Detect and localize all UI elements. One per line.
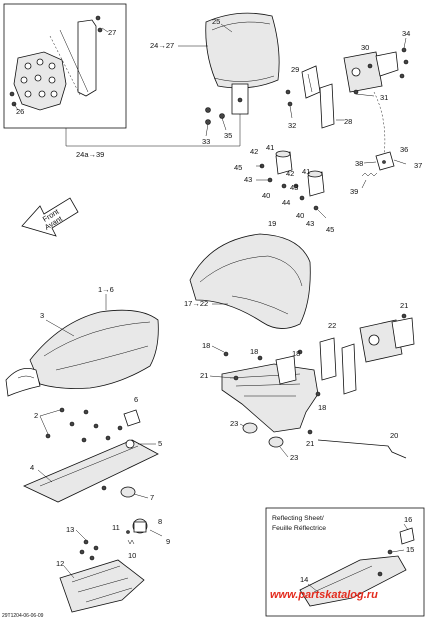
callout-44: 44 (282, 198, 290, 207)
callout-34: 34 (402, 29, 410, 38)
feuille-reflectrice-label: Feuille Réflectrice (272, 525, 326, 532)
lock-assembly-right (293, 170, 327, 219)
callout-39: 39 (350, 187, 358, 196)
callout-6: 6 (134, 395, 138, 404)
latch-assembly (361, 151, 407, 189)
callout-33: 33 (202, 137, 210, 146)
callout-36: 36 (400, 145, 408, 154)
callout-41-left: 41 (266, 143, 274, 152)
callout-24a-39: 24a→39 (76, 150, 104, 159)
passenger-seat-base (221, 313, 415, 448)
seat-base-plate (23, 439, 159, 503)
callout-27: 27 (108, 28, 116, 37)
callout-29: 29 (291, 65, 299, 74)
callout-4: 4 (30, 463, 34, 472)
callout-2: 2 (34, 411, 38, 420)
backrest-pad (205, 12, 280, 115)
seat-latch (126, 518, 163, 545)
callout-17-22: 17→22 (184, 299, 208, 308)
callout-38: 38 (355, 159, 363, 168)
bracket-6 (123, 409, 141, 427)
callout-9: 9 (166, 537, 170, 546)
under-seat-plate (59, 539, 145, 613)
callout-28: 28 (344, 117, 352, 126)
reflecting-sheet-label: Reflecting Sheet/ (272, 515, 324, 522)
callout-23-b: 23 (290, 453, 298, 462)
callout-15: 15 (406, 545, 414, 554)
callout-21-c: 21 (400, 301, 408, 310)
diagram-code: 29T1204-06-06-09 (2, 613, 44, 619)
callout-13: 13 (66, 525, 74, 534)
callout-45-left: 45 (234, 163, 242, 172)
callout-14: 14 (300, 575, 308, 584)
rod-20 (317, 439, 407, 459)
callout-10: 10 (128, 551, 136, 560)
bumper-7 (120, 486, 136, 498)
driver-seat (5, 309, 159, 397)
callout-37: 37 (414, 161, 422, 170)
callout-12: 12 (56, 559, 64, 568)
callout-16: 16 (404, 515, 412, 524)
lock-assembly-left (256, 150, 293, 189)
callout-23-a: 23 (230, 419, 238, 428)
callout-32: 32 (288, 121, 296, 130)
callout-18-a: 18 (202, 341, 210, 350)
callout-7: 7 (150, 493, 154, 502)
callout-42-left: 42 (250, 147, 258, 156)
callout-18-b: 18 (250, 347, 258, 356)
callout-21-a: 21 (200, 371, 208, 380)
seat-screws (45, 407, 123, 443)
callout-26: 26 (16, 107, 24, 116)
callout-35: 35 (224, 131, 232, 140)
callout-19: 19 (268, 219, 276, 228)
callout-42-right: 42 (286, 169, 294, 178)
callout-5: 5 (158, 439, 162, 448)
passenger-seat (189, 233, 311, 329)
callout-11: 11 (112, 523, 120, 532)
callout-18-d: 18 (318, 403, 326, 412)
callout-21-b: 21 (306, 439, 314, 448)
callout-8: 8 (158, 517, 162, 526)
callout-43-right-lower: 43 (306, 219, 314, 228)
callout-31: 31 (380, 93, 388, 102)
callout-25: 25 (212, 17, 220, 26)
callout-30: 30 (361, 43, 369, 52)
watermark: www.partskatalog.ru (270, 589, 378, 601)
callout-3: 3 (40, 311, 44, 320)
callout-20: 20 (390, 431, 398, 440)
reflecting-sheet-box: Reflecting Sheet/ Feuille Réflectrice (265, 507, 425, 617)
callout-40-left: 40 (262, 191, 270, 200)
callout-45-right: 45 (326, 225, 334, 234)
callout-18-c: 18 (292, 349, 300, 358)
callout-22: 22 (328, 321, 336, 330)
callout-43-left: 43 (244, 175, 252, 184)
callout-24-27: 24→27 (150, 41, 174, 50)
callout-41-right: 41 (302, 167, 310, 176)
callout-40-right: 40 (296, 211, 304, 220)
backrest-bracket-assembly (285, 47, 409, 129)
callout-1-6: 1→6 (98, 285, 114, 294)
backrest-inset-box (3, 3, 127, 129)
front-direction-arrow: Front Avant (21, 197, 79, 237)
callout-43-right: 43 (290, 183, 298, 192)
